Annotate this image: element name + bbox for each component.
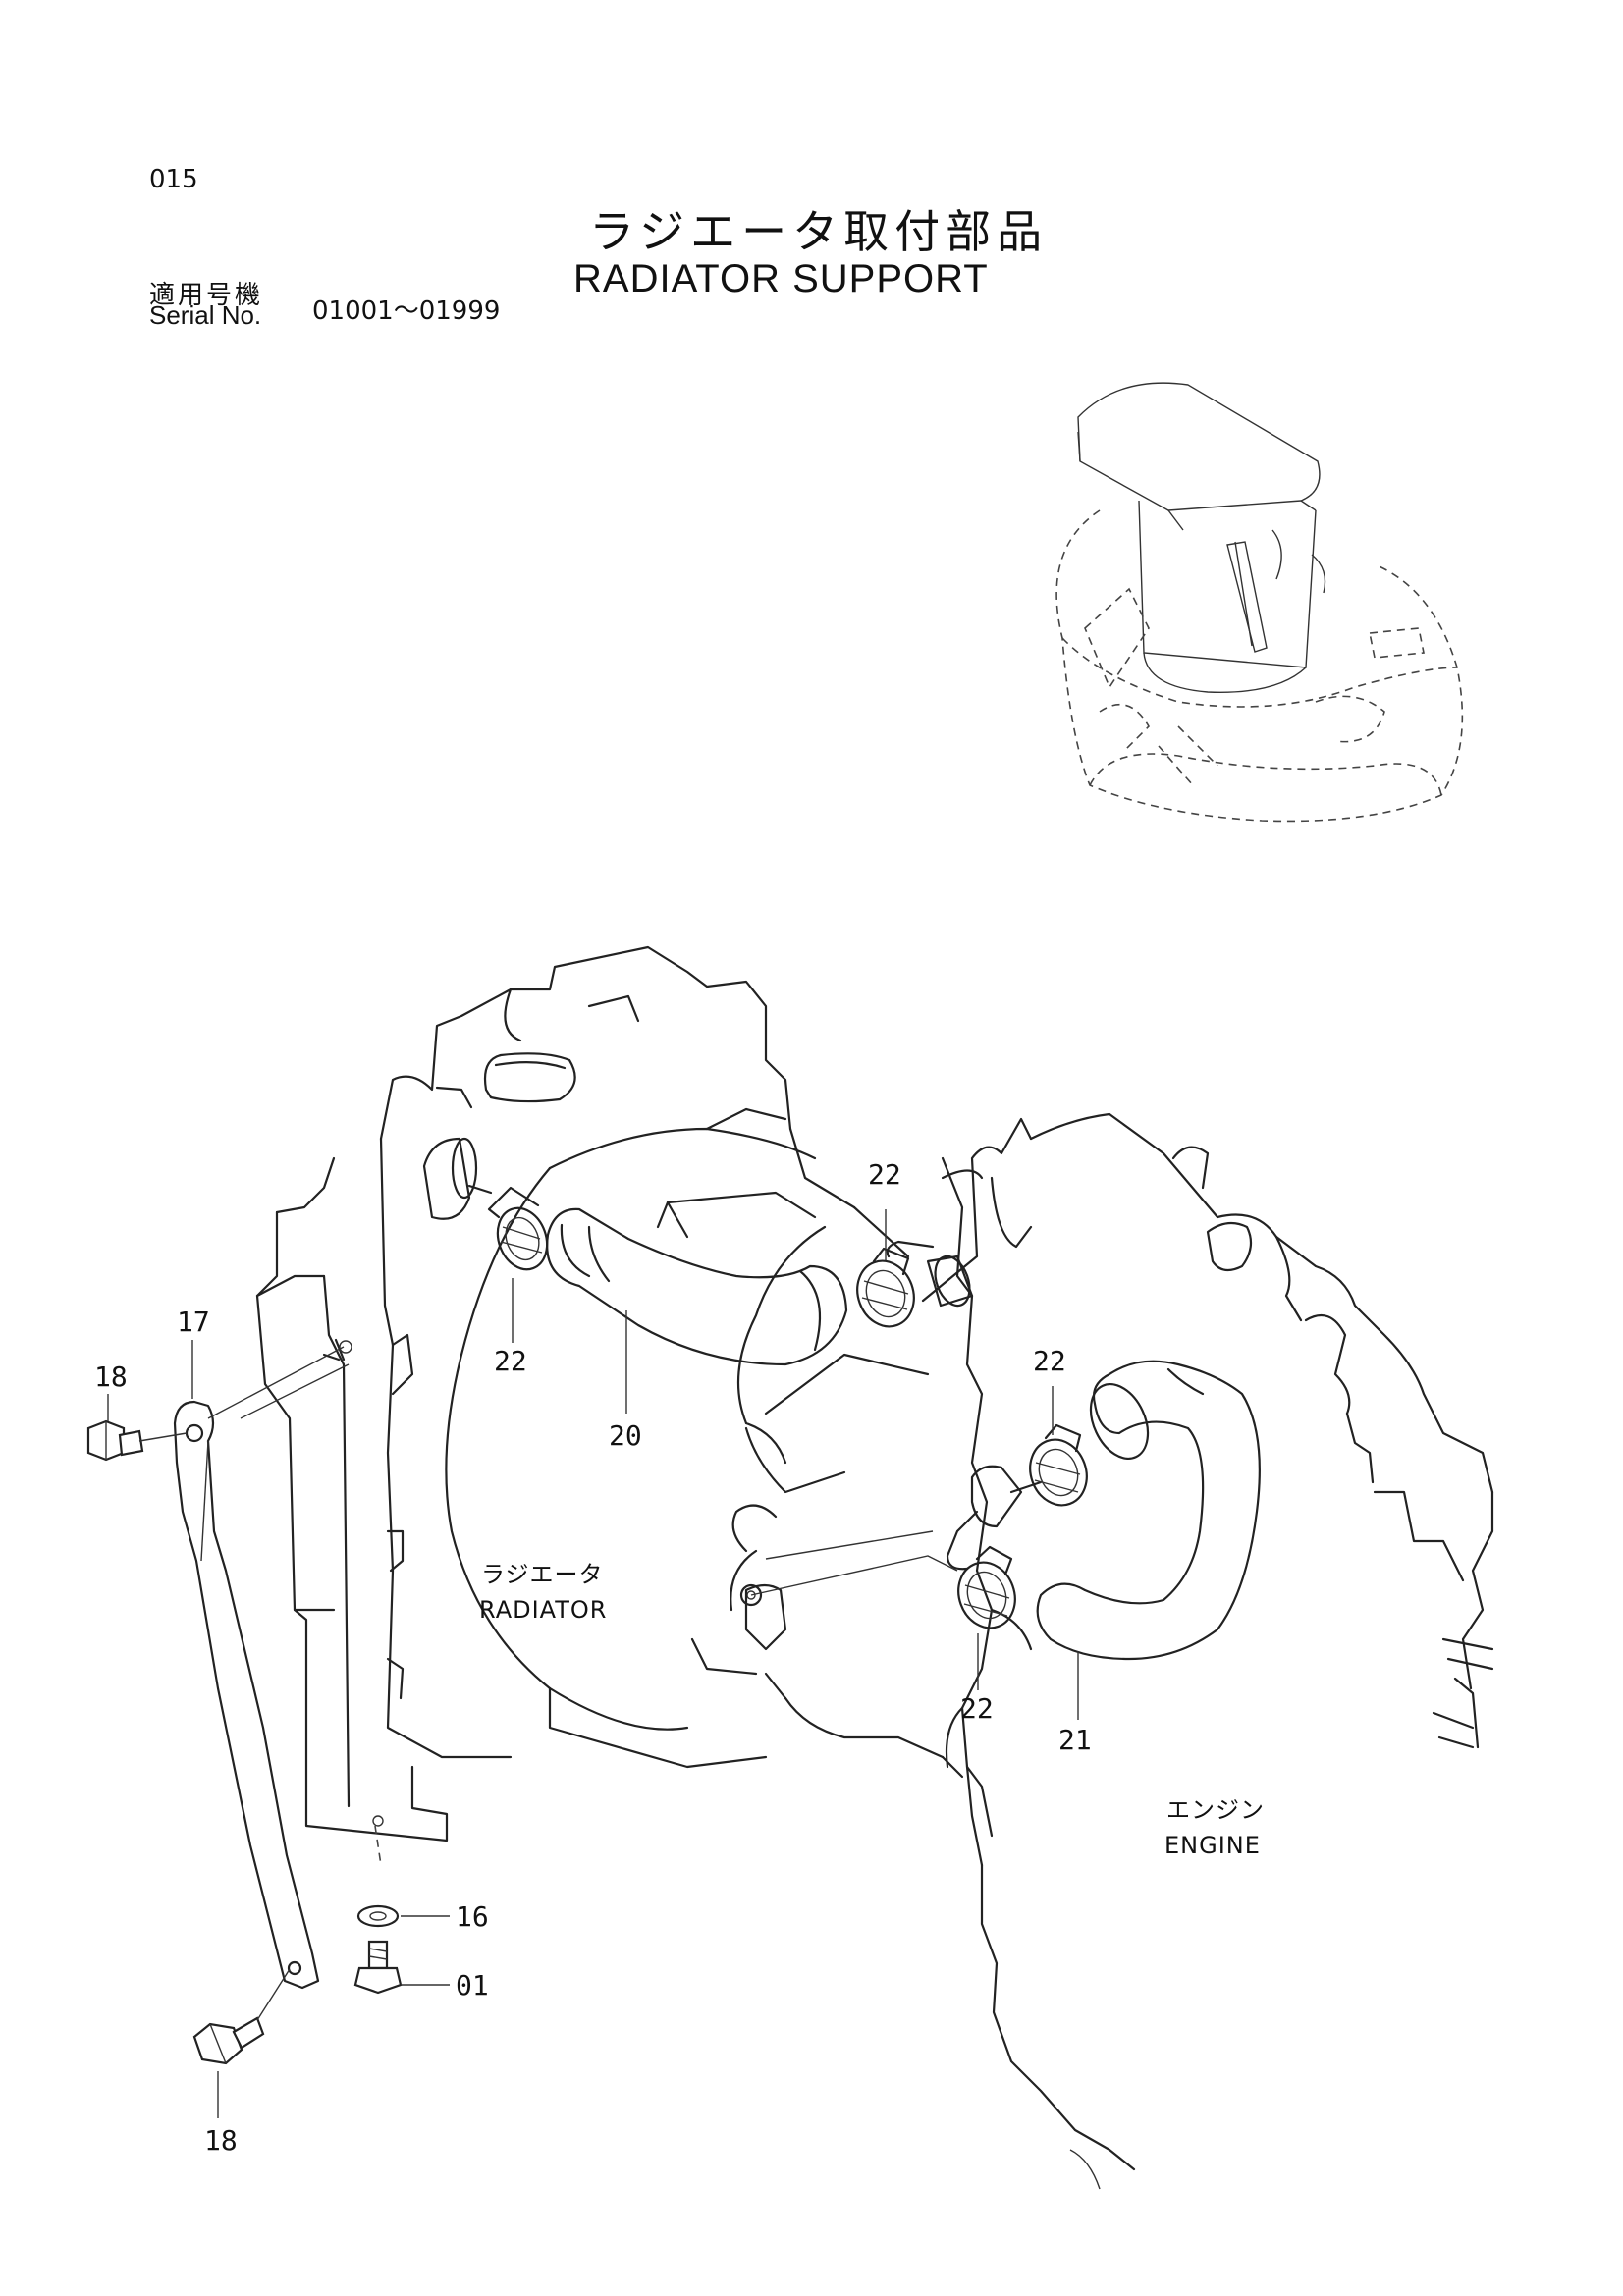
upper-hose-20 <box>546 1207 848 1366</box>
hose-clamp-22-left <box>487 1186 549 1271</box>
radiator-label-japanese: ラジエータ <box>481 1561 604 1588</box>
page-number: 015 <box>149 165 198 194</box>
leader-lines <box>107 1209 1079 2118</box>
callout-18-top: 18 <box>94 1361 128 1393</box>
hose-clamp-22-bottom <box>957 1545 1016 1629</box>
callout-16: 16 <box>456 1900 489 1933</box>
callout-22-right: 22 <box>1033 1345 1066 1377</box>
washer-16 <box>356 1904 400 1928</box>
callout-17: 17 <box>177 1306 210 1338</box>
serial-label-japanese: 適用号機 <box>149 281 264 310</box>
callout-22-top: 22 <box>868 1158 901 1191</box>
engine-water-inlet-pipe <box>946 1465 1043 1571</box>
callout-22-bottom: 22 <box>960 1692 994 1725</box>
callout-18-bottom: 18 <box>204 2124 238 2157</box>
callout-20: 20 <box>609 1419 642 1452</box>
title-english: RADIATOR SUPPORT <box>573 257 989 300</box>
serial-range: 01001～01999 <box>312 296 501 326</box>
engine-outline <box>736 1112 1494 2190</box>
lower-hose-21 <box>1036 1360 1261 1661</box>
machine-overview-inset <box>1055 382 1464 823</box>
callout-01: 01 <box>456 1969 489 2002</box>
engine-water-outlet <box>886 1240 974 1308</box>
bolt-01 <box>353 1940 403 1995</box>
callout-22-left: 22 <box>494 1345 527 1377</box>
component-labels: ラジエータ RADIATOR エンジン ENGINE <box>479 1561 1265 1859</box>
callout-numbers: 22 22 22 22 20 21 17 18 18 16 01 <box>94 1158 1092 2157</box>
hose-clamp-22-top-right <box>856 1247 915 1328</box>
serial-label-english: Serial No. <box>149 300 262 330</box>
bolt-18-top <box>86 1419 144 1462</box>
hose-clamp-22-right <box>1029 1423 1088 1507</box>
engine-label-english: ENGINE <box>1164 1832 1261 1859</box>
radiator-label-english: RADIATOR <box>479 1596 607 1624</box>
bolt-18-bottom <box>192 2016 265 2065</box>
callout-21: 21 <box>1058 1724 1092 1756</box>
radiator-assembly <box>255 945 856 1866</box>
engine-label-japanese: エンジン <box>1166 1796 1265 1824</box>
title-japanese: ラジエータ取付部品 <box>589 205 1049 258</box>
stay-bracket-17 <box>173 1400 320 1990</box>
